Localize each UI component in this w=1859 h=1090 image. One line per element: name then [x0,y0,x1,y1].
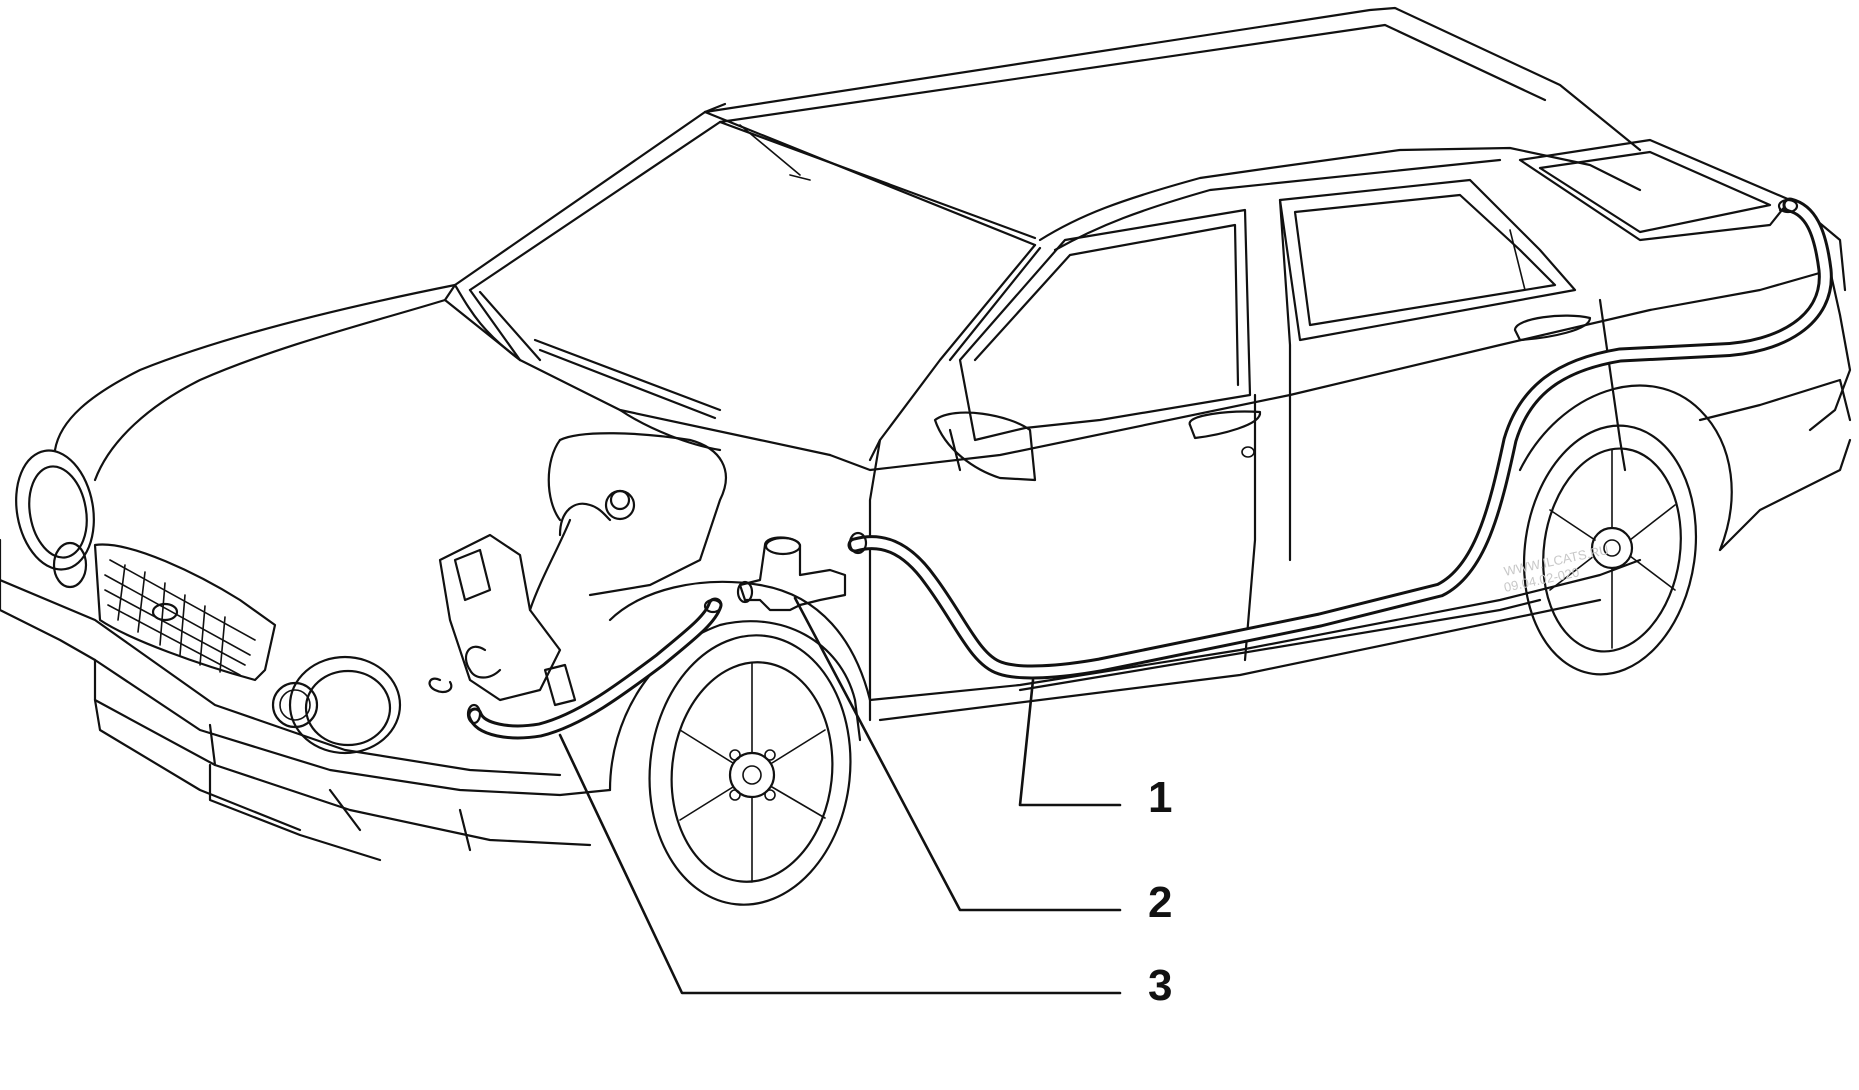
callout-3: 3 [1148,961,1172,1010]
tee-connector [736,536,847,612]
callout-1: 1 [1148,773,1172,822]
leader-lines [558,596,1122,995]
washer-hoses [466,197,1833,740]
callout-2: 2 [1148,878,1172,927]
leader-line-2 [793,596,1122,912]
car-body-outline [0,6,1852,906]
callout-labels: 1 2 3 [1148,773,1172,1010]
leader-line-1 [1018,678,1122,807]
leader-line-3 [558,733,1122,995]
